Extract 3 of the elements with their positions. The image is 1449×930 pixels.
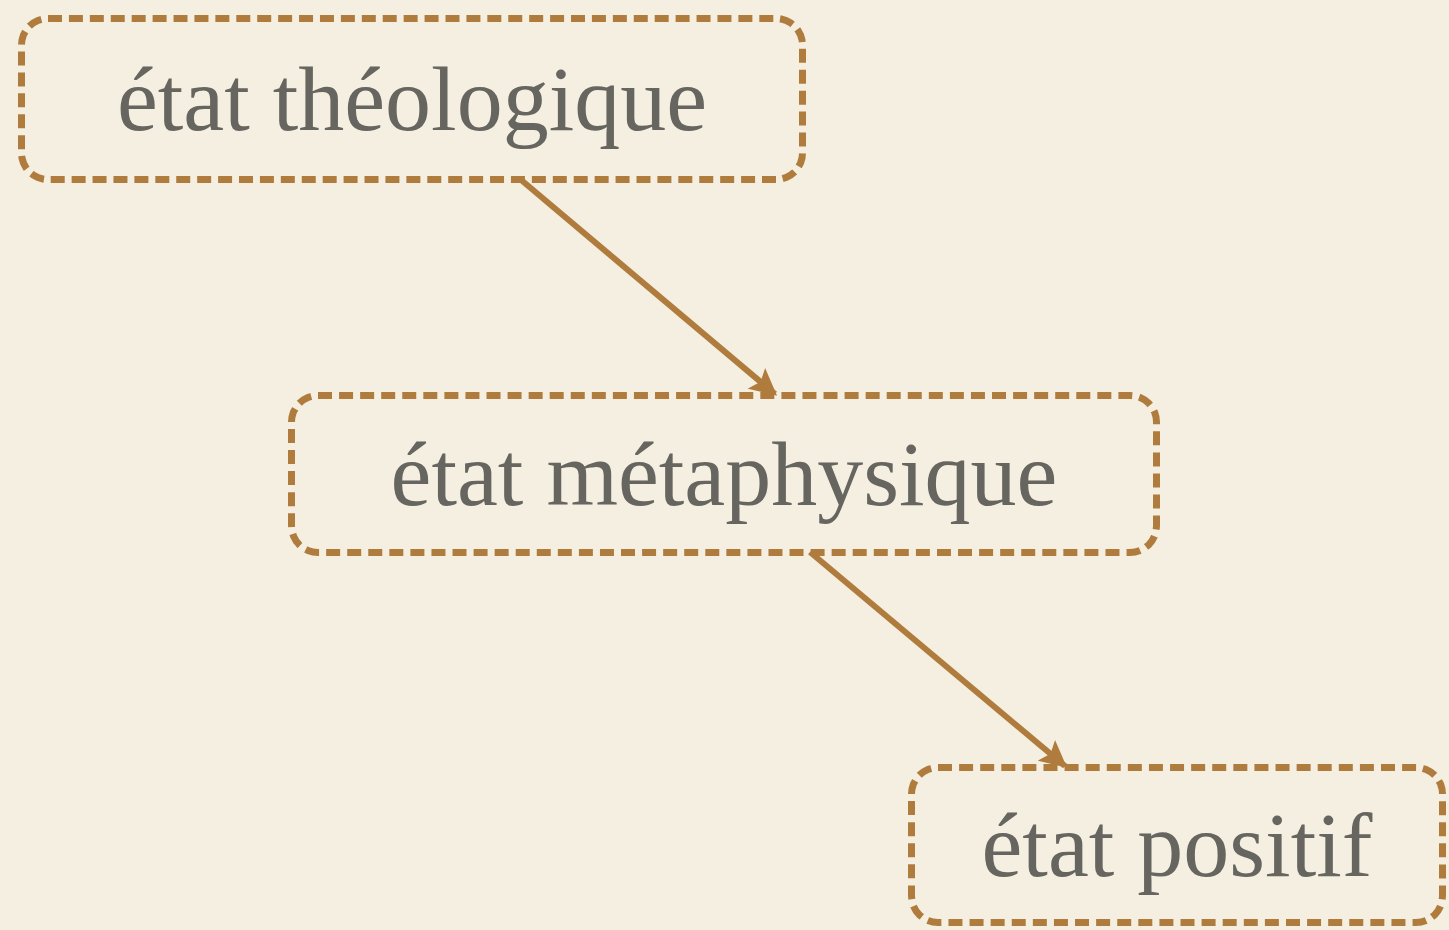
dashed-box (908, 764, 1446, 926)
dashed-box (18, 15, 806, 183)
dashed-box (288, 392, 1160, 556)
